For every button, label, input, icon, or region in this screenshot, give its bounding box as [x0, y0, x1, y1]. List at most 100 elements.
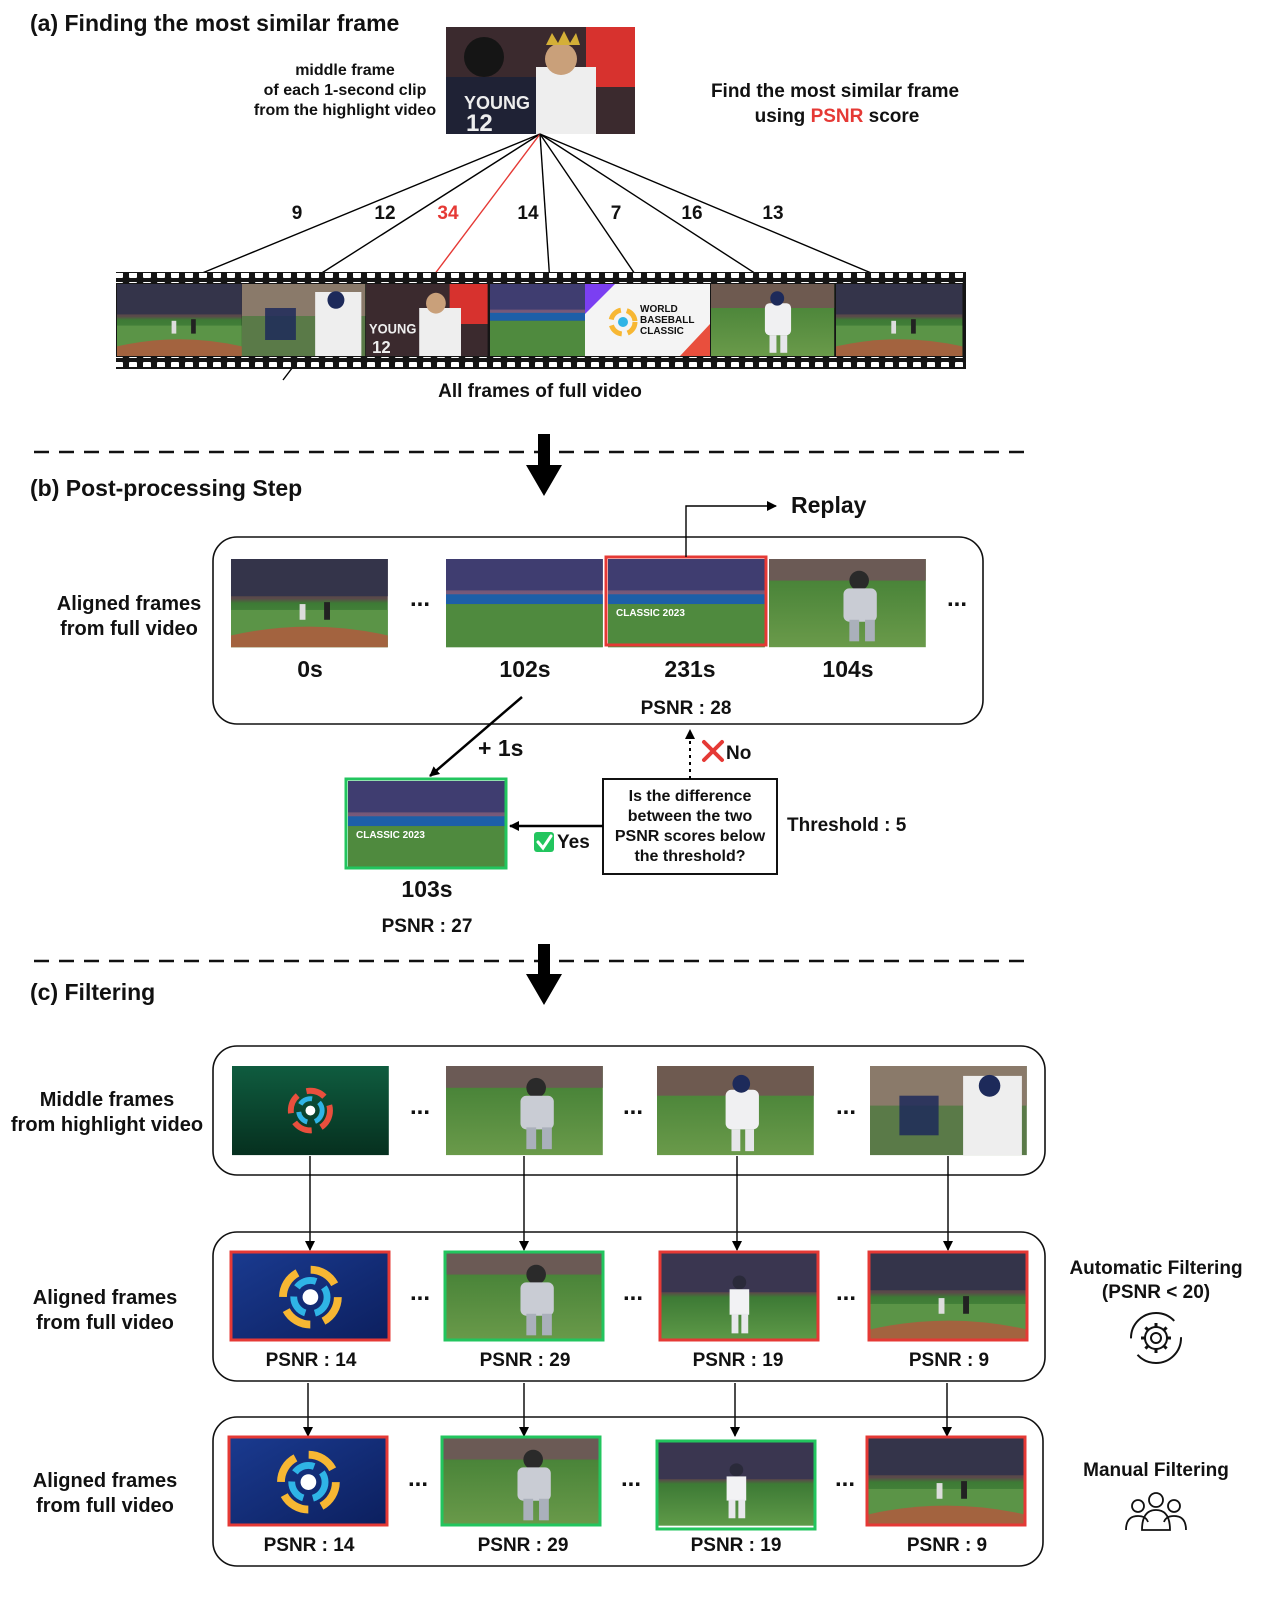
dots-c2a: ...	[410, 1279, 430, 1306]
score-label-best: 34	[437, 203, 459, 224]
score-label-7: 13	[762, 203, 783, 224]
wbc-logo-line1: WORLD	[640, 304, 678, 315]
replay-arrow	[685, 501, 777, 557]
wbc-logo-line2: BASEBALL	[640, 315, 694, 326]
dots-c2b: ...	[623, 1279, 643, 1306]
manual-frame-1-border	[227, 1435, 389, 1527]
score-label-4: 14	[517, 203, 539, 224]
auto-filter-rule: (PSNR < 20)	[1102, 1282, 1210, 1303]
manual-frame-2	[443, 1438, 600, 1527]
auto-frame-4	[870, 1253, 1027, 1342]
score-label-5: 7	[611, 203, 622, 224]
highlight-frame-1	[232, 1066, 389, 1155]
section-b-title: (b) Post-processing Step	[30, 475, 302, 501]
row2-label-line2: from full video	[36, 1312, 174, 1334]
dots-c1a: ...	[410, 1093, 430, 1120]
dots-c3a: ...	[408, 1465, 428, 1492]
find-text-line1: Find the most similar frame	[711, 81, 959, 102]
down-arrow-a-b	[526, 434, 562, 496]
match-line-5	[539, 133, 642, 284]
auto-frame-3	[661, 1253, 818, 1342]
film-frame-3: YOUNG 12	[366, 284, 488, 357]
filmstrip: YOUNG 12 WORLD BASEBALL CLASSIC	[116, 272, 966, 369]
auto-frame-1	[232, 1253, 389, 1341]
aligned-frame-102s	[446, 559, 603, 648]
manual-psnr-2: PSNR : 29	[478, 1535, 569, 1556]
threshold-label: Threshold : 5	[787, 815, 907, 836]
dots-b1: ...	[410, 585, 430, 612]
manual-frame-4	[868, 1438, 1025, 1527]
manual-frame-3	[658, 1442, 815, 1526]
row3-label-line1: Aligned frames	[33, 1470, 177, 1492]
manual-frame-3-border	[655, 1439, 817, 1531]
match-line-4	[539, 133, 555, 284]
score-label-1: 9	[292, 203, 303, 224]
auto-frame-2-border	[443, 1250, 605, 1342]
decision-line2: between the two	[628, 808, 753, 825]
score-label-6: 16	[681, 203, 702, 224]
banner-text-231s: CLASSIC 2023	[616, 608, 685, 619]
manual-psnr-1: PSNR : 14	[264, 1535, 355, 1556]
aligned-frame-231s-selected: CLASSIC 2023	[604, 555, 768, 648]
filmstrip-caption: All frames of full video	[438, 381, 642, 402]
dots-c3c: ...	[835, 1465, 855, 1492]
jersey-name: YOUNG	[464, 93, 530, 113]
time-104s: 104s	[822, 656, 873, 682]
query-caption-line3: from the highlight video	[254, 102, 436, 119]
film-frame-2	[242, 284, 366, 356]
gear-cycle-icon	[1130, 1312, 1182, 1364]
find-text-line2: using PSNR score	[755, 106, 920, 127]
auto-frame-4-border	[867, 1250, 1029, 1342]
match-line-7	[539, 133, 896, 285]
match-line-6	[539, 133, 771, 284]
section-c-title: (c) Filtering	[30, 979, 155, 1005]
auto-filter-title: Automatic Filtering	[1069, 1258, 1242, 1279]
selected-psnr: PSNR : 28	[641, 698, 732, 719]
wbc-logo-line3: CLASSIC	[640, 326, 684, 337]
dots-c1b: ...	[623, 1093, 643, 1120]
auto-filter-panel	[212, 1231, 1046, 1382]
match-line-best	[427, 133, 541, 284]
auto-frame-2	[446, 1253, 603, 1342]
decision-line1: Is the difference	[629, 788, 752, 805]
row1-label-line2: from highlight video	[11, 1114, 203, 1136]
score-label-2: 12	[374, 203, 395, 224]
query-frame-thumbnail: YOUNG 12	[446, 27, 635, 137]
row1-label-line1: Middle frames	[40, 1089, 174, 1111]
match-line-2	[305, 133, 541, 284]
row3-label-line2: from full video	[36, 1495, 174, 1517]
decision-line3: PSNR scores below	[615, 828, 766, 845]
people-group-icon	[1125, 1492, 1187, 1531]
aligned-frame-104s	[769, 559, 926, 648]
manual-frame-2-border	[440, 1435, 602, 1527]
auto-psnr-1: PSNR : 14	[266, 1350, 357, 1371]
auto-psnr-2: PSNR : 29	[480, 1350, 571, 1371]
no-label: No	[726, 743, 751, 764]
plus-1s-label: + 1s	[478, 735, 523, 761]
auto-frame-1-border	[229, 1250, 391, 1342]
result-frame-border	[344, 777, 508, 870]
manual-filter-title: Manual Filtering	[1083, 1460, 1229, 1481]
dots-c1c: ...	[836, 1093, 856, 1120]
decision-line4: the threshold?	[634, 848, 745, 865]
manual-frame-4-border	[865, 1435, 1027, 1527]
time-231s: 231s	[664, 656, 715, 682]
result-frame-103s: CLASSIC 2023	[344, 777, 508, 870]
manual-filter-panel	[212, 1416, 1044, 1567]
dots-c2c: ...	[836, 1279, 856, 1306]
row-label-line2: from full video	[60, 618, 198, 640]
film-frame-5-wbc-logo: WORLD BASEBALL CLASSIC	[585, 284, 710, 356]
dots-c3b: ...	[621, 1465, 641, 1492]
replay-label: Replay	[791, 492, 867, 518]
cross-icon	[702, 740, 724, 762]
down-arrow-b-c	[526, 944, 562, 1005]
film-jersey-number: 12	[372, 336, 391, 357]
section-a-title: (a) Finding the most similar frame	[30, 10, 399, 36]
query-caption-line2: of each 1-second clip	[264, 82, 427, 99]
result-time: 103s	[401, 876, 452, 902]
result-psnr: PSNR : 27	[382, 916, 473, 937]
middle-frames-panel	[212, 1045, 1046, 1176]
yes-label: Yes	[557, 832, 590, 853]
auto-psnr-4: PSNR : 9	[909, 1350, 989, 1371]
